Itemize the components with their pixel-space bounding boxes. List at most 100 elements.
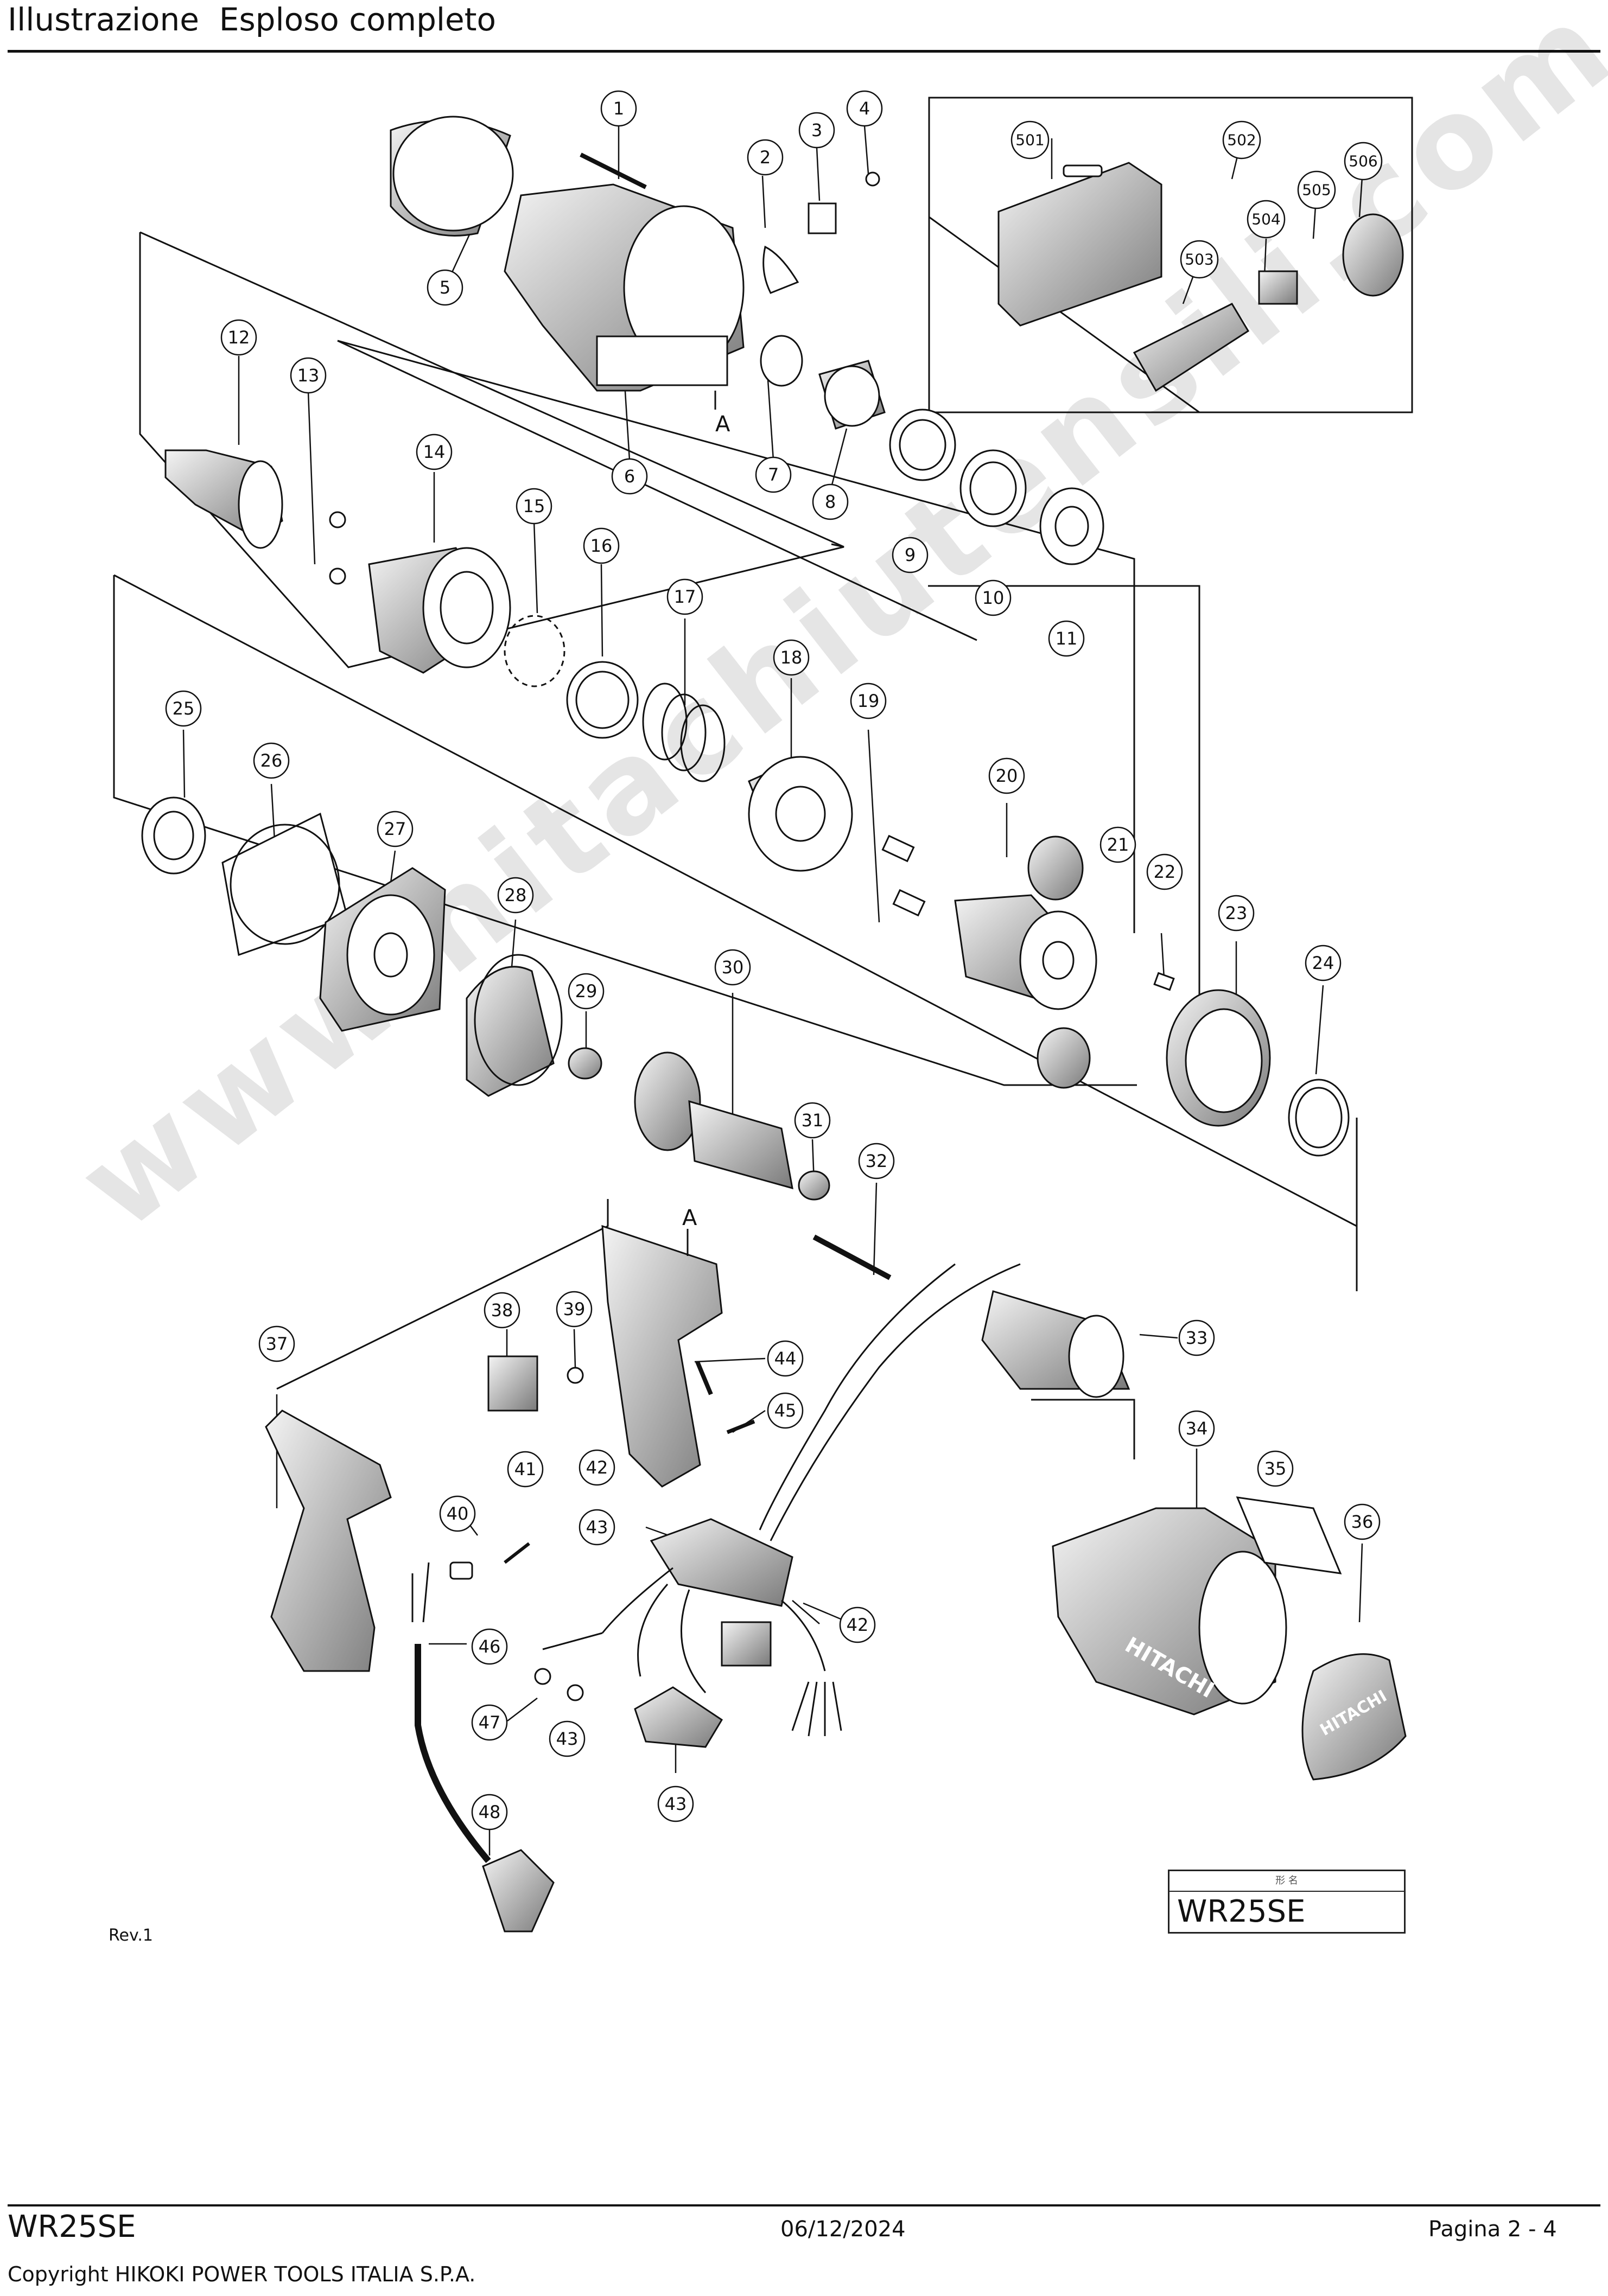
callout: 40 xyxy=(439,1495,476,1532)
callout: 505 xyxy=(1297,170,1336,209)
callout: 506 xyxy=(1344,142,1383,181)
svg-text:23: 23 xyxy=(1225,903,1248,923)
callout: 28 xyxy=(497,877,534,914)
svg-text:28: 28 xyxy=(505,885,527,905)
callout: 504 xyxy=(1247,200,1286,239)
callout: 2 xyxy=(747,139,784,176)
callout: 21 xyxy=(1099,826,1136,863)
callout: 5 xyxy=(427,269,463,306)
svg-text:25: 25 xyxy=(173,698,195,719)
callout: 38 xyxy=(484,1292,520,1329)
callout: 11 xyxy=(1048,620,1085,657)
callout: 47 xyxy=(471,1704,508,1741)
callout: 45 xyxy=(767,1392,804,1429)
callout: 502 xyxy=(1222,120,1261,160)
title-block-model: WR25SE xyxy=(1177,1894,1306,1929)
callout: 43 xyxy=(579,1509,615,1546)
callout: 16 xyxy=(583,527,620,564)
svg-text:27: 27 xyxy=(384,819,406,839)
callout: 14 xyxy=(416,433,453,470)
callout: 42 xyxy=(579,1449,615,1486)
callout: 501 xyxy=(1010,120,1050,160)
svg-text:6: 6 xyxy=(624,466,635,487)
marker-a: A xyxy=(715,412,730,437)
svg-text:19: 19 xyxy=(857,691,880,711)
footer-date: 06/12/2024 xyxy=(780,2217,906,2242)
callout: 46 xyxy=(471,1628,508,1665)
footer-rule xyxy=(8,2204,1600,2206)
svg-text:504: 504 xyxy=(1251,211,1280,228)
svg-text:22: 22 xyxy=(1154,862,1176,882)
svg-text:3: 3 xyxy=(811,120,822,141)
footer-copyright: Copyright HIKOKI POWER TOOLS ITALIA S.P.… xyxy=(8,2262,476,2286)
svg-text:21: 21 xyxy=(1107,834,1129,855)
svg-text:38: 38 xyxy=(491,1300,513,1321)
header-rule xyxy=(8,50,1600,53)
svg-text:13: 13 xyxy=(297,365,320,386)
svg-text:9: 9 xyxy=(905,545,916,565)
svg-text:12: 12 xyxy=(228,327,250,348)
callout: 43 xyxy=(549,1720,586,1757)
svg-text:37: 37 xyxy=(266,1334,288,1354)
callout: 1 xyxy=(600,90,637,127)
marker-a: A xyxy=(682,1206,697,1230)
callout: 22 xyxy=(1146,853,1183,890)
svg-text:2: 2 xyxy=(760,147,771,168)
svg-text:15: 15 xyxy=(523,496,545,516)
svg-text:17: 17 xyxy=(674,586,696,607)
callout: 26 xyxy=(253,742,290,779)
callout: 23 xyxy=(1218,895,1255,932)
callout: 32 xyxy=(858,1143,895,1179)
title-block: 形 名 WR25SE xyxy=(1168,1870,1406,1934)
callout: 9 xyxy=(892,537,929,573)
svg-text:26: 26 xyxy=(260,750,283,771)
callout: 37 xyxy=(258,1325,295,1362)
svg-text:8: 8 xyxy=(825,492,836,512)
svg-text:36: 36 xyxy=(1351,1511,1374,1532)
callout: 35 xyxy=(1257,1450,1294,1487)
callout: 43 xyxy=(657,1785,694,1822)
parts: HITACHI HITACHI xyxy=(141,116,1407,1933)
svg-text:31: 31 xyxy=(802,1110,824,1131)
svg-text:18: 18 xyxy=(780,647,803,668)
svg-text:46: 46 xyxy=(479,1636,501,1657)
svg-text:40: 40 xyxy=(447,1503,469,1524)
svg-text:16: 16 xyxy=(590,535,613,556)
callout: 10 xyxy=(975,579,1012,616)
svg-text:10: 10 xyxy=(982,588,1005,608)
svg-text:24: 24 xyxy=(1312,953,1334,973)
svg-text:42: 42 xyxy=(847,1615,869,1635)
callout: 36 xyxy=(1344,1503,1381,1540)
callout: 4 xyxy=(846,90,883,127)
svg-text:44: 44 xyxy=(774,1348,797,1369)
callout: 20 xyxy=(988,757,1025,794)
callout: 3 xyxy=(798,112,835,149)
callout: 29 xyxy=(568,973,605,1010)
svg-text:35: 35 xyxy=(1264,1458,1287,1479)
svg-text:29: 29 xyxy=(575,981,598,1002)
callout: 503 xyxy=(1180,240,1219,279)
callout: 18 xyxy=(773,639,810,676)
svg-text:30: 30 xyxy=(722,957,744,978)
svg-text:45: 45 xyxy=(774,1400,797,1421)
svg-text:5: 5 xyxy=(440,277,450,298)
callout: 19 xyxy=(850,683,887,719)
reference-markers: A A xyxy=(682,391,730,1256)
svg-text:43: 43 xyxy=(665,1794,687,1814)
svg-text:11: 11 xyxy=(1056,628,1078,649)
page-title: Illustrazione Esploso completo xyxy=(8,1,496,38)
svg-text:502: 502 xyxy=(1227,131,1256,149)
svg-text:505: 505 xyxy=(1302,181,1331,199)
svg-text:48: 48 xyxy=(479,1802,501,1822)
callout: 42 xyxy=(839,1606,876,1643)
title-block-label: 形 名 xyxy=(1170,1871,1404,1892)
svg-text:32: 32 xyxy=(866,1151,888,1171)
revision-label: Rev.1 xyxy=(109,1926,154,1945)
svg-text:33: 33 xyxy=(1186,1328,1208,1348)
callout: 31 xyxy=(794,1102,831,1139)
callout: 34 xyxy=(1178,1410,1215,1447)
svg-text:43: 43 xyxy=(556,1729,579,1749)
svg-text:42: 42 xyxy=(586,1457,608,1478)
callout: 12 xyxy=(220,319,257,356)
